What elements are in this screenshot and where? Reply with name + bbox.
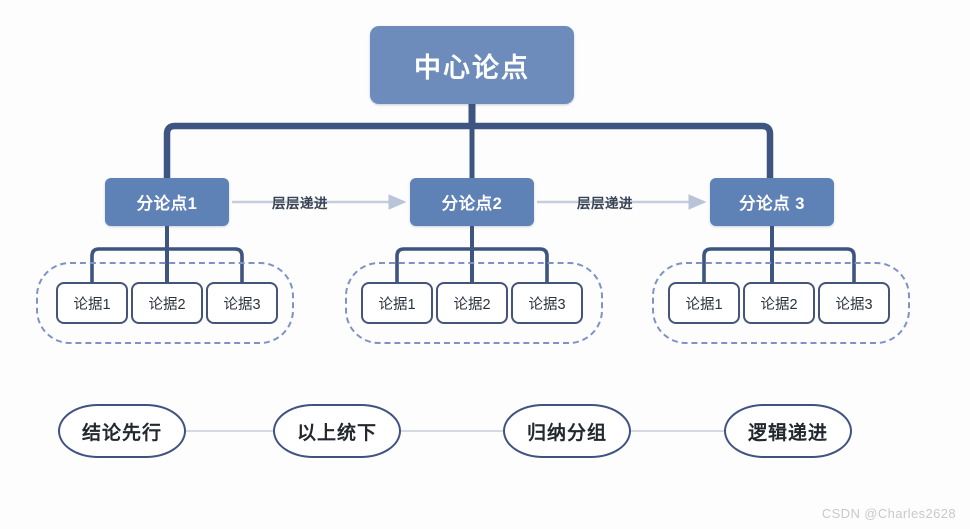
- evidence-group-boundary-1: [36, 262, 294, 344]
- evidence-label-2-3: 论据3: [528, 296, 566, 313]
- subpoint-node-3[interactable]: 分论点 3: [710, 178, 834, 226]
- subpoint-node-2[interactable]: 分论点2: [410, 178, 534, 226]
- progression-label-1: 层层递进: [272, 196, 328, 211]
- evidence-node-1-1[interactable]: 论据1: [56, 282, 128, 324]
- evidence-label-3-1: 论据1: [685, 296, 723, 313]
- main-bus-line: [163, 122, 774, 182]
- evidence-label-1-2: 论据2: [148, 296, 186, 313]
- evidence-node-3-1[interactable]: 论据1: [668, 282, 740, 324]
- evidence-label-3-3: 论据3: [835, 296, 873, 313]
- evidence-bracket-1: [90, 247, 244, 282]
- evidence-label-1-3: 论据3: [223, 296, 261, 313]
- evidence-bracket-2: [395, 247, 549, 282]
- subpoint-label-2: 分论点2: [441, 195, 503, 213]
- central-claim-label: 中心论点: [414, 52, 530, 83]
- evidence-group-boundary-2: [345, 262, 603, 344]
- evidence-label-2-2: 论据2: [453, 296, 491, 313]
- watermark-text: CSDN @Charles2628: [821, 506, 956, 521]
- evidence-node-2-3[interactable]: 论据3: [511, 282, 583, 324]
- evidence-node-1-2[interactable]: 论据2: [131, 282, 203, 324]
- subpoint-label-1: 分论点1: [136, 195, 198, 213]
- principle-node-1[interactable]: 结论先行: [58, 404, 186, 458]
- principle-node-4[interactable]: 逻辑递进: [724, 404, 852, 458]
- evidence-label-3-2: 论据2: [760, 296, 798, 313]
- evidence-node-3-2[interactable]: 论据2: [743, 282, 815, 324]
- principle-label-3: 归纳分组: [526, 422, 607, 444]
- principle-node-3[interactable]: 归纳分组: [503, 404, 631, 458]
- evidence-group-boundary-3: [652, 262, 910, 344]
- evidence-label-2-1: 论据1: [378, 296, 416, 313]
- principle-label-2: 以上统下: [296, 422, 377, 444]
- progression-label-2: 层层递进: [577, 196, 633, 211]
- principle-node-2[interactable]: 以上统下: [273, 404, 401, 458]
- principle-label-4: 逻辑递进: [747, 422, 828, 444]
- evidence-label-1-1: 论据1: [73, 296, 111, 313]
- subpoint-label-3: 分论点 3: [739, 195, 805, 213]
- principle-label-1: 结论先行: [81, 422, 162, 444]
- evidence-node-3-3[interactable]: 论据3: [818, 282, 890, 324]
- subpoint-node-1[interactable]: 分论点1: [105, 178, 229, 226]
- evidence-node-2-1[interactable]: 论据1: [361, 282, 433, 324]
- evidence-node-2-2[interactable]: 论据2: [436, 282, 508, 324]
- evidence-bracket-3: [702, 247, 856, 282]
- evidence-node-1-3[interactable]: 论据3: [206, 282, 278, 324]
- central-claim-node[interactable]: 中心论点: [370, 26, 574, 104]
